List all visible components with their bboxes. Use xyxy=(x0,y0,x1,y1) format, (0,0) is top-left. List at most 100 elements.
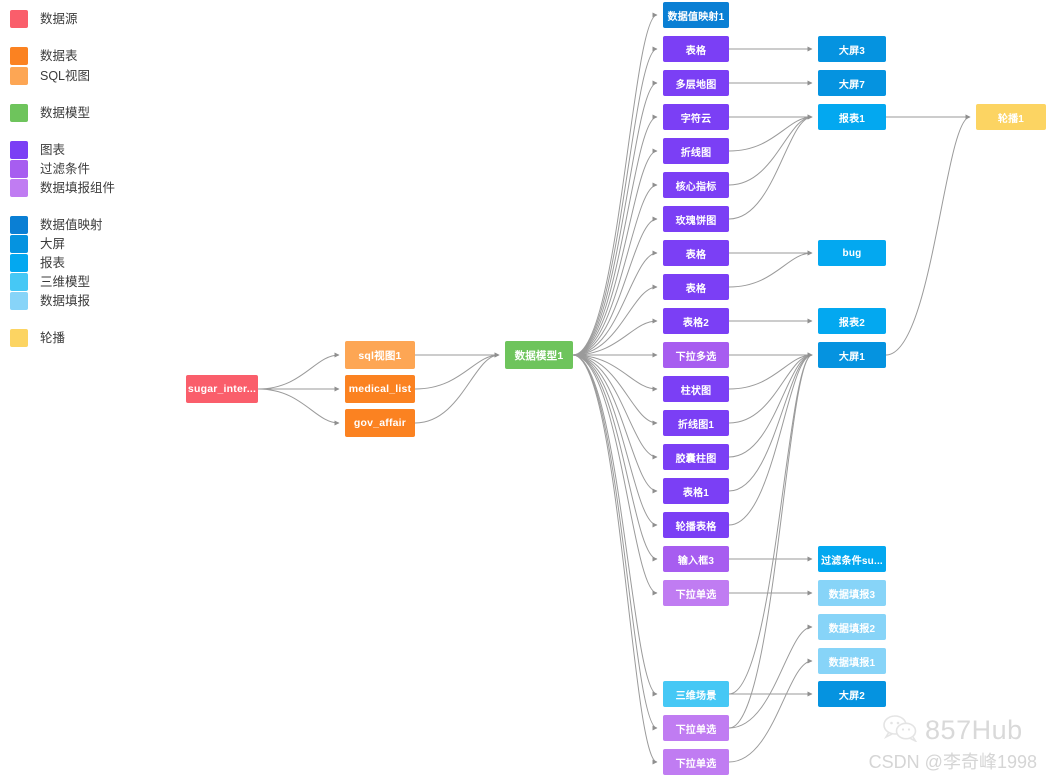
edge-m13-to-r06 xyxy=(728,352,813,424)
graph-node-label: 核心指标 xyxy=(675,181,717,193)
legend-label: 过滤条件 xyxy=(40,162,91,176)
legend-label: 数据填报组件 xyxy=(40,181,116,195)
graph-node-m18[interactable]: 下拉单选 xyxy=(663,580,729,606)
graph-node-r07[interactable]: 过滤条件su... xyxy=(818,546,886,572)
edge-model1-to-m07 xyxy=(572,216,658,356)
graph-node-r06[interactable]: 大屏1 xyxy=(818,342,886,368)
graph-node-m20[interactable]: 下拉单选 xyxy=(663,715,729,741)
edge-model1-to-m19 xyxy=(572,354,658,697)
edge-model1-to-m14 xyxy=(572,354,658,460)
graph-node-m19[interactable]: 三维场景 xyxy=(663,681,729,707)
edge-m14-to-r06 xyxy=(728,352,813,458)
graph-node-label: 表格2 xyxy=(682,317,710,329)
legend-item: 轮播 xyxy=(10,329,65,347)
edge-m06-to-r03 xyxy=(728,114,813,186)
graph-node-medlist[interactable]: medical_list xyxy=(345,375,415,403)
legend-label: 三维模型 xyxy=(40,275,91,289)
legend-swatch xyxy=(10,216,28,234)
graph-node-label: 大屏2 xyxy=(838,690,866,702)
graph-node-govaffair[interactable]: gov_affair xyxy=(345,409,415,437)
legend-item: 数据填报 xyxy=(10,292,90,310)
graph-node-m08[interactable]: 表格 xyxy=(663,240,729,266)
graph-node-m21[interactable]: 下拉单选 xyxy=(663,749,729,775)
legend-item: 数据填报组件 xyxy=(10,179,115,197)
graph-node-m01[interactable]: 数据值映射1 xyxy=(663,2,729,28)
graph-node-r08[interactable]: 数据填报3 xyxy=(818,580,886,606)
edge-m15-to-r06 xyxy=(728,352,813,492)
graph-node-m03[interactable]: 多层地图 xyxy=(663,70,729,96)
graph-node-sqlview1[interactable]: sql视图1 xyxy=(345,341,415,369)
graph-node-m11[interactable]: 下拉多选 xyxy=(663,342,729,368)
legend-label: 报表 xyxy=(40,256,66,270)
graph-node-m10[interactable]: 表格2 xyxy=(663,308,729,334)
graph-node-sugar[interactable]: sugar_inter... xyxy=(186,375,258,403)
legend-swatch xyxy=(10,104,28,122)
legend-item: 数据表 xyxy=(10,47,78,65)
graph-node-model1[interactable]: 数据模型1 xyxy=(505,341,573,369)
graph-node-m07[interactable]: 玫瑰饼图 xyxy=(663,206,729,232)
graph-node-r02[interactable]: 大屏7 xyxy=(818,70,886,96)
edge-r06-to-c01 xyxy=(885,114,971,356)
graph-node-label: medical_list xyxy=(348,383,412,395)
graph-node-m06[interactable]: 核心指标 xyxy=(663,172,729,198)
legend-label: 数据值映射 xyxy=(40,218,103,232)
graph-node-r04[interactable]: bug xyxy=(818,240,886,266)
graph-node-m09[interactable]: 表格 xyxy=(663,274,729,300)
legend-label: 轮播 xyxy=(40,331,66,345)
edge-model1-to-m12 xyxy=(572,354,658,392)
edge-model1-to-m18 xyxy=(572,354,658,596)
graph-node-m16[interactable]: 轮播表格 xyxy=(663,512,729,538)
graph-node-r05[interactable]: 报表2 xyxy=(818,308,886,334)
legend-item: 图表 xyxy=(10,141,65,159)
edge-model1-to-m17 xyxy=(572,354,658,562)
graph-node-label: 报表1 xyxy=(838,113,866,125)
graph-node-m15[interactable]: 表格1 xyxy=(663,478,729,504)
watermark: 857Hub CSDN @李奇峰1998 xyxy=(869,714,1037,774)
wechat-icon xyxy=(883,714,918,747)
edge-model1-to-m21 xyxy=(572,354,658,765)
graph-node-r11[interactable]: 大屏2 xyxy=(818,681,886,707)
graph-node-r01[interactable]: 大屏3 xyxy=(818,36,886,62)
graph-node-label: 下拉单选 xyxy=(675,758,717,770)
graph-node-label: 数据填报1 xyxy=(828,657,876,669)
edge-model1-to-m10 xyxy=(572,318,658,356)
edge-model1-to-m02 xyxy=(572,46,658,356)
edge-m12-to-r06 xyxy=(728,352,813,390)
graph-node-label: 柱状图 xyxy=(680,385,712,397)
legend-item: 三维模型 xyxy=(10,273,90,291)
graph-node-label: 大屏3 xyxy=(838,45,866,57)
edge-model1-to-m03 xyxy=(572,80,658,356)
graph-node-m17[interactable]: 输入框3 xyxy=(663,546,729,572)
edge-model1-to-m09 xyxy=(572,284,658,356)
edge-m21-to-r10 xyxy=(728,658,813,763)
graph-node-m02[interactable]: 表格 xyxy=(663,36,729,62)
graph-node-label: 表格1 xyxy=(682,487,710,499)
graph-node-r09[interactable]: 数据填报2 xyxy=(818,614,886,640)
graph-node-m14[interactable]: 胶囊柱图 xyxy=(663,444,729,470)
graph-node-m04[interactable]: 字符云 xyxy=(663,104,729,130)
graph-node-label: 玫瑰饼图 xyxy=(675,215,717,227)
edge-m16-to-r06 xyxy=(728,352,813,526)
graph-node-m12[interactable]: 柱状图 xyxy=(663,376,729,402)
legend-label: 数据源 xyxy=(40,12,78,26)
graph-node-label: 轮播1 xyxy=(997,113,1025,125)
graph-node-r03[interactable]: 报表1 xyxy=(818,104,886,130)
graph-node-c01[interactable]: 轮播1 xyxy=(976,104,1046,130)
edge-model1-to-m01 xyxy=(572,12,658,356)
graph-node-r10[interactable]: 数据填报1 xyxy=(818,648,886,674)
graph-node-label: 数据填报2 xyxy=(828,623,876,635)
graph-node-label: 下拉多选 xyxy=(675,351,717,363)
graph-node-label: 数据填报3 xyxy=(828,589,876,601)
graph-node-m13[interactable]: 折线图1 xyxy=(663,410,729,436)
edge-model1-to-m08 xyxy=(572,250,658,356)
graph-node-label: 轮播表格 xyxy=(675,521,717,533)
graph-node-label: 大屏7 xyxy=(838,79,866,91)
edge-medlist-to-model1 xyxy=(414,352,500,390)
legend-label: 数据填报 xyxy=(40,294,91,308)
graph-node-label: 下拉单选 xyxy=(675,589,717,601)
graph-node-m05[interactable]: 折线图 xyxy=(663,138,729,164)
graph-node-label: 数据模型1 xyxy=(514,349,564,362)
legend-swatch xyxy=(10,292,28,310)
